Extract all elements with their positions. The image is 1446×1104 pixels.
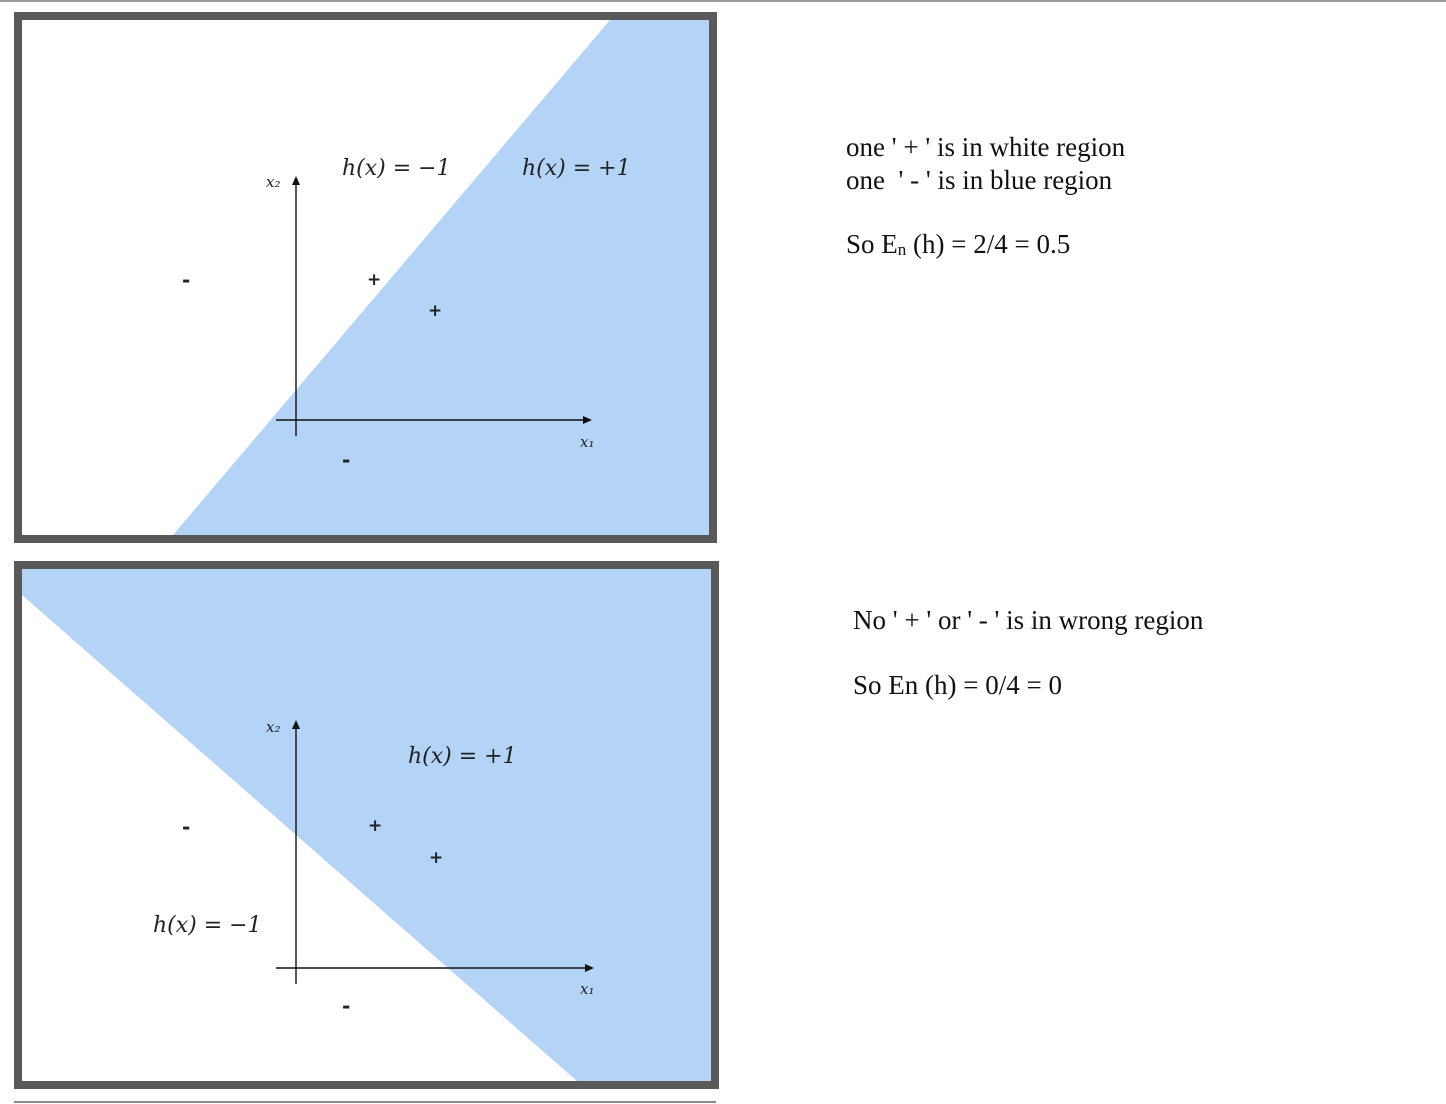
positive-region-2 bbox=[22, 569, 711, 1081]
point-plus-white: + bbox=[367, 270, 381, 290]
point-plus-lower: + bbox=[429, 848, 443, 868]
panel1-note-white-region: one ' + ' is in white region bbox=[846, 132, 1126, 162]
bottom-rule bbox=[14, 1101, 716, 1103]
h-minus-label: h(x) = −1 bbox=[342, 156, 451, 181]
hypothesis-diagram-2: x₁ x₂ h(x) = +1 h(x) = −1 - + + - bbox=[22, 569, 711, 1081]
point-minus-bottom: - bbox=[342, 448, 350, 472]
h-plus-label: h(x) = +1 bbox=[522, 156, 631, 181]
point-minus-left: - bbox=[182, 815, 190, 839]
top-rule bbox=[0, 0, 1446, 2]
h-minus-label: h(x) = −1 bbox=[153, 913, 262, 938]
positive-region-1 bbox=[173, 20, 709, 535]
panel1-error-result: So En (h) = 2/4 = 0.5 bbox=[846, 228, 1070, 266]
panel1-note-blue-region: one ' - ' is in blue region bbox=[846, 165, 1113, 195]
x2-axis-arrow-1 bbox=[292, 176, 300, 185]
result-prefix: So E bbox=[846, 229, 898, 259]
hypothesis-panel-1: x₁ x₂ h(x) = −1 h(x) = +1 - + + - bbox=[14, 12, 717, 543]
result-suffix: (h) = 2/4 = 0.5 bbox=[906, 229, 1071, 259]
x2-axis-arrow-2 bbox=[292, 720, 300, 729]
panel2-note-regions: No ' + ' or ' - ' is in wrong region bbox=[853, 605, 1204, 635]
result-subscript: n bbox=[897, 240, 907, 259]
x1-axis-arrow-2 bbox=[585, 964, 594, 972]
x2-axis-label: x₂ bbox=[266, 718, 280, 736]
hypothesis-diagram-1: x₁ x₂ h(x) = −1 h(x) = +1 - + + - bbox=[173, 20, 709, 535]
x1-axis-label: x₁ bbox=[580, 980, 594, 998]
point-plus-upper: + bbox=[368, 816, 382, 836]
hypothesis-panel-2: x₁ x₂ h(x) = +1 h(x) = −1 - + + - bbox=[14, 561, 719, 1089]
panel2-error-result: So En (h) = 0/4 = 0 bbox=[853, 670, 1062, 700]
point-plus-blue: + bbox=[428, 301, 442, 321]
x1-axis-label: x₁ bbox=[580, 433, 594, 451]
point-minus-bottom: - bbox=[342, 994, 350, 1018]
x2-axis-label: x₂ bbox=[266, 173, 280, 191]
x1-axis-arrow-1 bbox=[583, 416, 592, 424]
point-minus-left: - bbox=[182, 268, 190, 292]
h-plus-label: h(x) = +1 bbox=[408, 744, 517, 769]
